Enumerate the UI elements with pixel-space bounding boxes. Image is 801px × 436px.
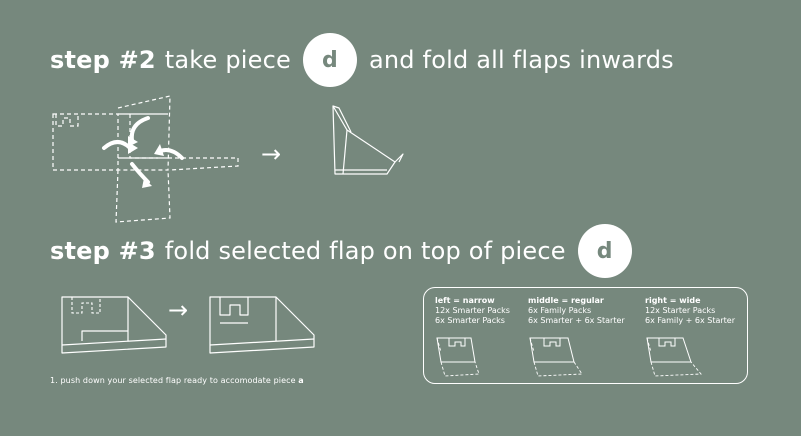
legend-wide: right = wide 12x Starter Packs 6x Family… [645, 296, 735, 378]
legend-regular: middle = regular 6x Family Packs 6x Smar… [528, 296, 625, 378]
step3-before-diagram [61, 296, 167, 354]
legend-regular-head: middle = regular [528, 296, 604, 305]
step2-heading: step #2 take piece d and fold all flaps … [50, 33, 674, 87]
unfolded-piece-diagram [52, 95, 239, 223]
step2-post-text: and fold all flaps inwards [368, 46, 674, 74]
piece-d-badge: d [302, 33, 357, 87]
legend-narrow-line2: 6x Smarter Packs [435, 316, 505, 325]
folded-piece-diagram [332, 105, 404, 175]
flap-size-legend: left = narrow 12x Smarter Packs 6x Smart… [423, 287, 748, 384]
legend-wide-head: right = wide [645, 296, 701, 305]
fold-arrow-top [129, 116, 150, 142]
legend-narrow: left = narrow 12x Smarter Packs 6x Smart… [435, 296, 510, 378]
legend-regular-line2: 6x Smarter + 6x Starter [528, 316, 625, 325]
footnote-piece: a [298, 376, 304, 385]
legend-wide-line1: 12x Starter Packs [645, 306, 716, 315]
step2-result-arrow: → [261, 140, 282, 168]
piece-d-badge: d [577, 224, 632, 278]
fold-arrow-left [102, 140, 132, 150]
fold-arrow-bottom [130, 162, 150, 184]
legend-wide-line2: 6x Family + 6x Starter [645, 316, 736, 325]
step3-result-arrow: → [168, 296, 189, 324]
step3-label: step #3 [50, 237, 156, 265]
narrow-tray-diagram [436, 337, 480, 377]
step3-heading: step #3 fold selected flap on top of pie… [50, 224, 644, 278]
footnote: 1. push down your selected flap ready to… [50, 376, 304, 385]
step2-label: step #2 [50, 46, 156, 74]
step3-after-diagram [209, 296, 315, 354]
legend-narrow-head: left = narrow [435, 296, 495, 305]
legend-narrow-line1: 12x Smarter Packs [435, 306, 510, 315]
step3-pre-text: fold selected flap on top of piece [164, 237, 566, 265]
step2-pre-text: take piece [164, 46, 291, 74]
legend-regular-line1: 6x Family Packs [528, 306, 592, 315]
regular-tray-diagram [529, 337, 583, 377]
wide-tray-diagram [646, 337, 702, 377]
footnote-text: 1. push down your selected flap ready to… [50, 376, 296, 385]
